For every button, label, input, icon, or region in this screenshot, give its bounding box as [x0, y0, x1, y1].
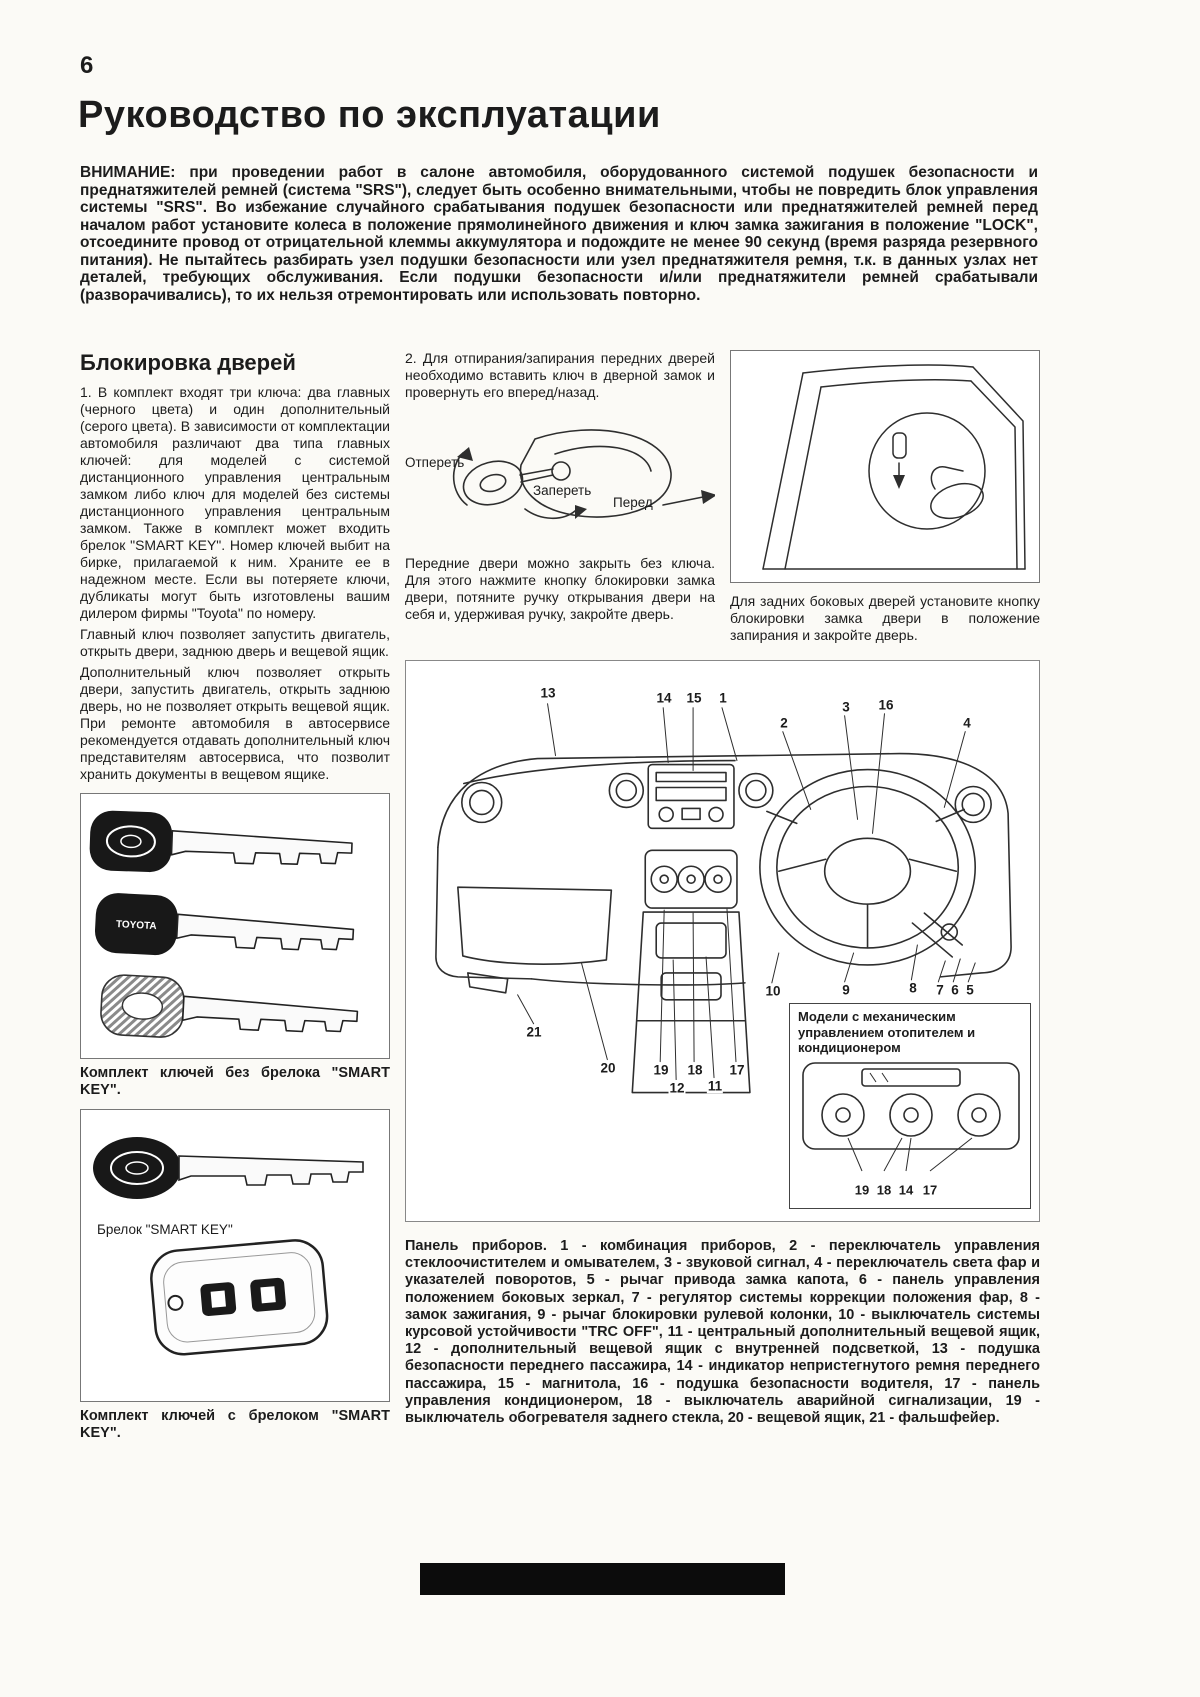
left-column: Блокировка дверей 1. В комплект входят т… — [80, 350, 390, 1450]
warning-text: ВНИМАНИЕ: при проведении работ в салоне … — [80, 164, 1038, 304]
smart-key-fob-illustration — [150, 1239, 329, 1356]
keys-illustration: TOYOTA — [89, 810, 359, 1038]
smart-key-figure: Брелок "SMART KEY" — [80, 1109, 390, 1402]
master-key-illustration — [93, 1137, 364, 1199]
callout-18: 18 — [686, 1062, 704, 1078]
callout-14: 14 — [655, 690, 673, 706]
callout-17: 17 — [921, 1182, 939, 1198]
callout-13: 13 — [539, 685, 557, 701]
unlock-label: Отпереть — [405, 455, 465, 470]
callout-9: 9 — [841, 982, 851, 998]
dashboard-inset: Модели с механическим управлением отопит… — [789, 1003, 1031, 1209]
callout-12: 12 — [668, 1080, 686, 1096]
page-title: Руководство по эксплуатации — [78, 94, 661, 136]
lock-label: Запереть — [533, 483, 592, 498]
callout-10: 10 — [764, 983, 782, 999]
callout-19: 19 — [652, 1062, 670, 1078]
callout-21: 21 — [525, 1024, 543, 1040]
callout-16: 16 — [877, 697, 895, 713]
callout-6: 6 — [950, 982, 960, 998]
section-heading: Блокировка дверей — [80, 350, 296, 375]
black-key-2: TOYOTA — [94, 893, 355, 956]
climate-panel-illustration — [802, 1061, 1020, 1171]
sub-key-paragraph: Дополнительный ключ позволяет открыть дв… — [80, 664, 390, 782]
keys-figure: TOYOTA — [80, 793, 390, 1059]
rear-door-figure — [730, 350, 1040, 583]
dashboard-figure: Модели с механическим управлением отопит… — [405, 660, 1040, 1222]
callout-14: 14 — [897, 1182, 915, 1198]
smart-key-figure-caption: Комплект ключей с брелоком "SMART KEY". — [80, 1408, 390, 1441]
gray-sub-key — [100, 974, 359, 1038]
callout-20: 20 — [599, 1060, 617, 1076]
middle-column: 2. Для отпирания/запирания передних двер… — [405, 350, 715, 644]
callout-11: 11 — [706, 1078, 724, 1094]
dashboard-caption: Панель приборов. 1 - комбинация приборов… — [405, 1238, 1040, 1427]
inset-title: Модели с механическим управлением отопит… — [798, 1009, 976, 1055]
callout-5: 5 — [965, 982, 975, 998]
main-area: 2. Для отпирания/запирания передних двер… — [405, 350, 1040, 1427]
fob-label: Брелок "SMART KEY" — [97, 1222, 233, 1237]
close-without-key-paragraph: Передние двери можно закрыть без ключа. … — [405, 555, 715, 622]
door-lock-paragraph: 2. Для отпирания/запирания передних двер… — [405, 350, 715, 400]
rear-door-caption: Для задних боковых дверей установите кно… — [730, 593, 1040, 643]
door-lock-illustration — [452, 429, 715, 520]
callout-3: 3 — [841, 699, 851, 715]
door-lock-figure: Отпереть Запереть Перед — [405, 409, 715, 547]
rear-door-illustration — [762, 364, 1026, 570]
scan-watermark-bar — [420, 1563, 785, 1595]
callout-4: 4 — [962, 715, 972, 731]
forward-label: Перед — [613, 495, 653, 510]
callout-17: 17 — [728, 1062, 746, 1078]
master-key-paragraph: Главный ключ позволяет запустить двигате… — [80, 626, 390, 659]
callout-7: 7 — [935, 982, 945, 998]
callout-2: 2 — [779, 715, 789, 731]
callout-19: 19 — [853, 1182, 871, 1198]
callout-1: 1 — [718, 690, 728, 706]
right-column: Для задних боковых дверей установите кно… — [730, 350, 1040, 644]
dashboard-illustration — [435, 703, 1012, 1094]
black-key-1 — [89, 810, 353, 873]
callout-8: 8 — [908, 980, 918, 996]
callout-15: 15 — [685, 690, 703, 706]
page-number: 6 — [80, 52, 94, 79]
svg-text:TOYOTA: TOYOTA — [116, 919, 157, 932]
keys-set-paragraph: 1. В комплект входят три ключа: два глав… — [80, 384, 390, 621]
keys-figure-caption: Комплект ключей без брелока "SMART KEY". — [80, 1065, 390, 1098]
callout-18: 18 — [875, 1182, 893, 1198]
